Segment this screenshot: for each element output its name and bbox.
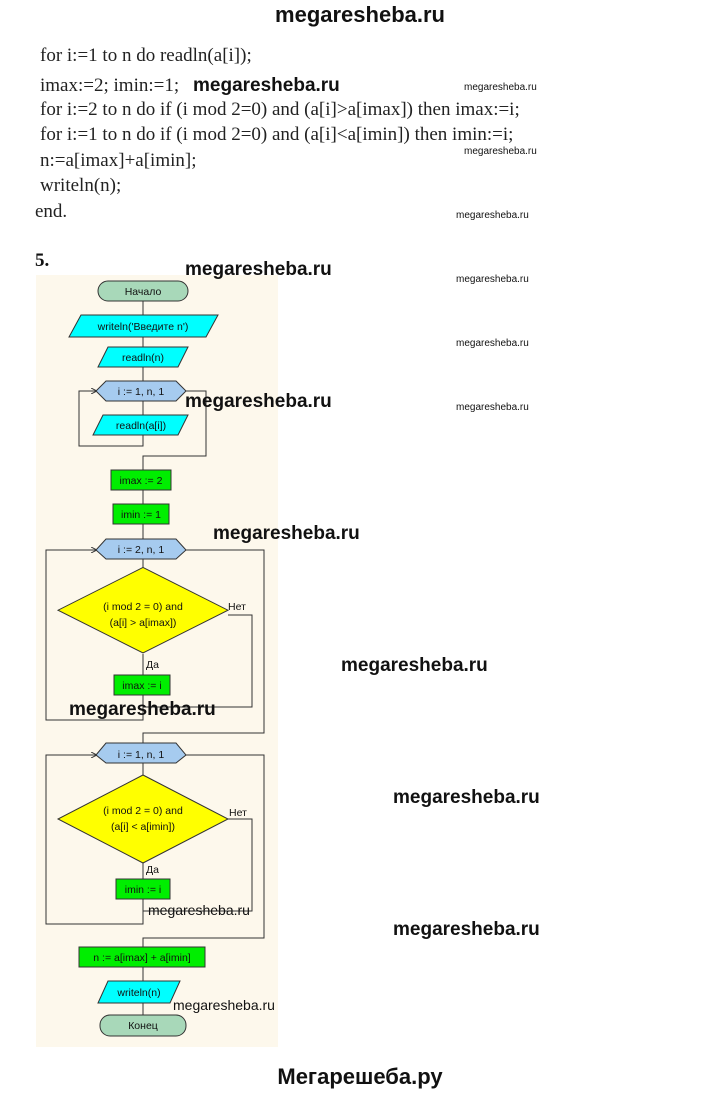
imin-init-label: imin := 1	[121, 509, 161, 521]
loop2-header: i := 2, n, 1	[95, 538, 187, 560]
watermark: megaresheba.ru	[173, 997, 275, 1013]
task-number: 5.	[35, 250, 50, 271]
loop3-label: i := 1, n, 1	[118, 749, 165, 761]
imax-set-label: imax := i	[122, 680, 161, 692]
watermark: megaresheba.ru	[69, 699, 216, 720]
flowchart-background	[36, 275, 278, 1047]
flowchart-connectors	[45, 301, 265, 1015]
prompt-label: writeln('Введите n')	[97, 321, 189, 333]
watermark: megaresheba.ru	[393, 919, 540, 940]
start-terminal: Начало	[97, 280, 189, 302]
watermark: megaresheba.ru	[185, 259, 332, 280]
decision2-line2: (a[i] < a[imin])	[111, 821, 175, 833]
decision1-line1: (i mod 2 = 0) and	[103, 601, 183, 613]
decision1-line2: (a[i] > a[imax])	[110, 617, 177, 629]
code-line-5: n:=a[imax]+a[imin];	[40, 150, 197, 171]
watermark: megaresheba.ru	[464, 82, 537, 93]
loop1-label: i := 1, n, 1	[118, 386, 165, 398]
imin-set-label: imin := i	[125, 884, 161, 896]
loop3-header: i := 1, n, 1	[95, 742, 187, 764]
prompt-output: writeln('Введите n')	[68, 314, 219, 338]
watermark: megaresheba.ru	[456, 274, 529, 285]
imin-init-process: imin := 1	[112, 503, 170, 525]
watermark: megaresheba.ru	[213, 523, 360, 544]
flowchart: Начало writeln('Введите n') readln(n) i …	[36, 275, 278, 1047]
imax-init-label: imax := 2	[120, 475, 163, 487]
site-header: megaresheba.ru	[275, 2, 445, 27]
loop1-header: i := 1, n, 1	[95, 380, 187, 402]
code-line-3: for i:=2 to n do if (i mod 2=0) and (a[i…	[40, 99, 520, 120]
watermark: megaresheba.ru	[456, 210, 529, 221]
site-footer: Мегарешеба.ру	[277, 1064, 443, 1089]
code-line-7: end.	[35, 201, 68, 222]
output-n: writeln(n)	[97, 980, 181, 1004]
code-line-2: imax:=2; imin:=1;	[40, 75, 180, 96]
decision2-no-label: Нет	[229, 807, 247, 819]
decision1-no-label: Нет	[228, 601, 246, 613]
watermark: megaresheba.ru	[393, 787, 540, 808]
end-label: Конец	[128, 1020, 158, 1032]
watermark: megaresheba.ru	[193, 75, 340, 96]
start-label: Начало	[125, 286, 162, 298]
watermark: megaresheba.ru	[464, 146, 537, 157]
loop2-label: i := 2, n, 1	[118, 544, 165, 556]
read-array-input: readln(a[i])	[92, 414, 189, 436]
watermark: megaresheba.ru	[456, 402, 529, 413]
read-n-input: readln(n)	[97, 346, 189, 368]
watermark: megaresheba.ru	[185, 391, 332, 412]
code-line-4: for i:=1 to n do if (i mod 2=0) and (a[i…	[40, 124, 514, 145]
imin-set-process: imin := i	[115, 878, 171, 900]
decision2-line1: (i mod 2 = 0) and	[103, 805, 183, 817]
read-array-label: readln(a[i])	[116, 420, 166, 432]
imax-set-process: imax := i	[113, 674, 171, 696]
watermark: megaresheba.ru	[341, 655, 488, 676]
decision2-yes-label: Да	[146, 864, 159, 876]
watermark: megaresheba.ru	[456, 338, 529, 349]
sum-process: n := a[imax] + a[imin]	[78, 946, 206, 968]
end-terminal: Конец	[99, 1014, 187, 1037]
output-label: writeln(n)	[116, 987, 160, 999]
imax-init-process: imax := 2	[110, 469, 172, 491]
sum-label: n := a[imax] + a[imin]	[93, 952, 191, 964]
read-n-label: readln(n)	[122, 352, 164, 364]
watermark: megaresheba.ru	[148, 902, 250, 918]
decision1-yes-label: Да	[146, 659, 159, 671]
code-line-1: for i:=1 to n do readln(a[i]);	[40, 45, 252, 66]
code-line-6: writeln(n);	[40, 175, 122, 196]
decision1-diamond: (i mod 2 = 0) and (a[i] > a[imax])	[56, 566, 230, 654]
decision2-diamond: (i mod 2 = 0) and (a[i] < a[imin])	[56, 774, 230, 864]
